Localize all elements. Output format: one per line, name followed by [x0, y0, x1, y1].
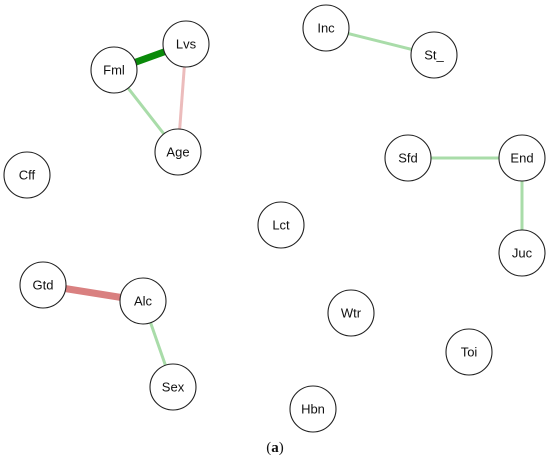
node-circle	[289, 385, 337, 433]
node-circle	[384, 134, 432, 182]
node-cff: Cff	[3, 151, 51, 199]
node-age: Age	[154, 128, 202, 176]
node-circle	[302, 4, 350, 52]
node-inc: Inc	[302, 4, 350, 52]
node-circle	[19, 261, 67, 309]
node-toi: Toi	[445, 328, 493, 376]
node-circle	[3, 151, 51, 199]
node-label: Sfd	[398, 151, 418, 166]
node-st: St_	[410, 31, 458, 79]
node-label: Fml	[103, 63, 125, 78]
caption-open-paren: (	[266, 440, 272, 456]
node-circle	[410, 31, 458, 79]
node-label: Hbn	[301, 402, 325, 417]
node-sex: Sex	[149, 363, 197, 411]
node-label: Gtd	[33, 278, 54, 293]
node-lct: Lct	[257, 201, 305, 249]
node-circle	[445, 328, 493, 376]
node-label: Inc	[317, 21, 335, 36]
node-gtd: Gtd	[19, 261, 67, 309]
node-circle	[498, 229, 546, 277]
node-label: Age	[166, 145, 189, 160]
node-sfd: Sfd	[384, 134, 432, 182]
node-label: Sex	[162, 380, 185, 395]
node-circle	[90, 46, 138, 94]
node-label: Lvs	[176, 37, 197, 52]
node-circle	[498, 134, 546, 182]
node-label: Toi	[461, 345, 478, 360]
node-juc: Juc	[498, 229, 546, 277]
node-fml: Fml	[90, 46, 138, 94]
node-label: End	[510, 151, 533, 166]
node-end: End	[498, 134, 546, 182]
node-label: Alc	[134, 294, 153, 309]
node-circle	[154, 128, 202, 176]
caption-letter: a	[271, 440, 279, 456]
node-circle	[327, 289, 375, 337]
node-label: Lct	[272, 218, 290, 233]
node-circle	[119, 277, 167, 325]
node-hbn: Hbn	[289, 385, 337, 433]
figure-caption: (a)	[0, 440, 550, 457]
node-label: Juc	[512, 246, 533, 261]
node-circle	[149, 363, 197, 411]
caption-close-paren: )	[278, 440, 284, 456]
node-circle	[257, 201, 305, 249]
node-label: Wtr	[341, 306, 362, 321]
node-label: Cff	[19, 168, 36, 183]
node-wtr: Wtr	[327, 289, 375, 337]
node-circle	[162, 20, 210, 68]
node-lvs: Lvs	[162, 20, 210, 68]
node-alc: Alc	[119, 277, 167, 325]
node-label: St_	[424, 48, 444, 63]
